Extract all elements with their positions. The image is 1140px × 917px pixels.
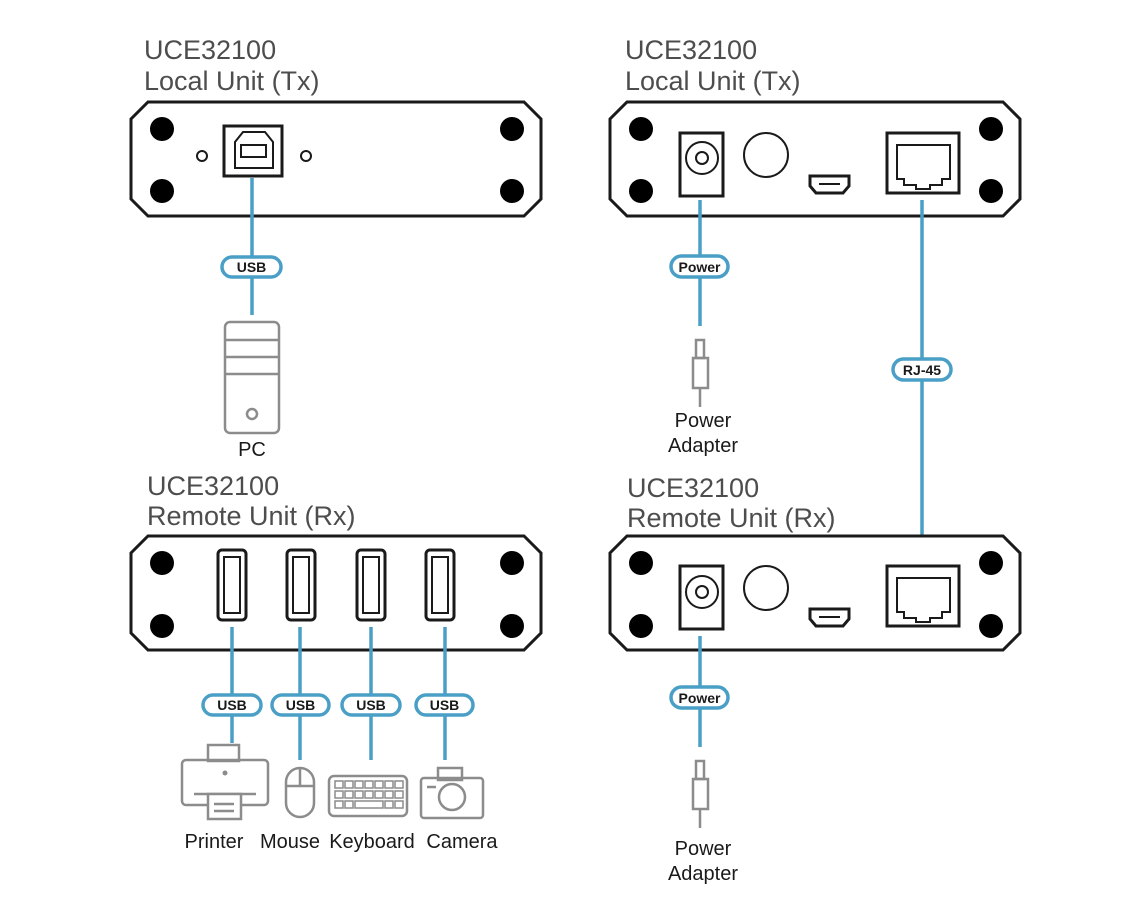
usb-local-unit: UCE32100 Local Unit (Tx): [129, 35, 543, 218]
printer-icon: [180, 743, 270, 821]
usb-cable-label-pc: USB: [220, 255, 283, 279]
svg-text:USB: USB: [430, 697, 460, 713]
keyboard-key: [344, 800, 354, 809]
camera-icon: [419, 766, 485, 820]
mouse-icon: [284, 766, 316, 819]
usb-a-port-icon: [285, 548, 317, 622]
keyboard-icon: [327, 774, 409, 818]
keyboard-key: [384, 780, 394, 789]
usb-local-unit-name: Local Unit (Tx): [144, 66, 320, 96]
keyboard-key: [394, 780, 404, 789]
usb-local-unit-panel: [129, 100, 543, 218]
pc-label: PC: [238, 439, 266, 461]
rear-local-unit-name: Local Unit (Tx): [625, 66, 801, 96]
power-adapter-plug-icon: [691, 338, 710, 407]
rear-remote-unit-name: Remote Unit (Rx): [627, 503, 836, 533]
button-icon: [743, 565, 789, 611]
power-adapter-label-local-line2: Adapter: [668, 435, 738, 457]
hdmi-port-icon: [808, 174, 851, 195]
button-icon: [743, 132, 789, 178]
rj45-cable-label: RJ-45: [891, 357, 953, 382]
keyboard-key: [384, 790, 394, 799]
usb-local-unit-model: UCE32100: [144, 35, 276, 65]
usb-cable-label-printer: USB: [201, 693, 263, 717]
power-adapter-plug-icon: [691, 759, 710, 828]
usb-pill-text: USB: [237, 259, 267, 275]
power-adapter-label-remote-line2: Adapter: [668, 863, 738, 885]
keyboard-spacebar: [354, 800, 384, 809]
keyboard-key: [334, 800, 344, 809]
rj45-port-icon: [885, 564, 961, 628]
hdmi-port-icon: [808, 607, 851, 628]
usb-cable-label-mouse: USB: [270, 693, 331, 717]
usb-remote-unit-name: Remote Unit (Rx): [147, 501, 356, 531]
svg-text:USB: USB: [286, 697, 316, 713]
rear-local-unit-model: UCE32100: [625, 35, 757, 65]
keyboard-key: [394, 800, 404, 809]
usb-a-port-icon: [216, 548, 248, 622]
keyboard-key: [344, 780, 354, 789]
keyboard-label: Keyboard: [329, 831, 415, 853]
power-adapter-label-remote-line1: Power: [675, 838, 732, 860]
led-indicator-icon: [196, 150, 208, 162]
power-cable-label-remote: Power: [669, 685, 730, 710]
power-adapter-label-local-line1: Power: [675, 410, 732, 432]
rear-local-unit: UCE32100 Local Unit (Tx): [608, 35, 1022, 218]
usb-cable-label-camera: USB: [414, 693, 475, 717]
svg-text:RJ-45: RJ-45: [903, 362, 941, 378]
keyboard-key: [384, 800, 394, 809]
keyboard-key: [364, 780, 374, 789]
dc-power-jack-icon: [678, 131, 725, 198]
keyboard-key: [334, 780, 344, 789]
usb-remote-unit: UCE32100 Remote Unit (Rx): [129, 471, 543, 652]
usb-b-port-icon: [222, 124, 284, 178]
dc-power-jack-icon: [678, 564, 725, 631]
keyboard-key: [354, 780, 364, 789]
keyboard-key: [374, 780, 384, 789]
led-indicator-icon: [300, 150, 312, 162]
svg-text:Power: Power: [678, 690, 721, 706]
power-cable-label-local: Power: [669, 254, 730, 279]
pc-tower-icon: [223, 320, 281, 435]
keyboard-key: [364, 790, 374, 799]
camera-label: Camera: [426, 831, 498, 853]
svg-text:USB: USB: [217, 697, 247, 713]
keyboard-key: [344, 790, 354, 799]
printer-label: Printer: [185, 831, 244, 853]
rj45-port-icon: [885, 131, 961, 195]
usb-a-port-icon: [355, 548, 387, 622]
keyboard-key: [394, 790, 404, 799]
rear-local-unit-panel: [608, 100, 1022, 218]
keyboard-key: [334, 790, 344, 799]
usb-cable-label-keyboard: USB: [340, 693, 402, 717]
rear-remote-unit-model: UCE32100: [627, 473, 759, 503]
mouse-label: Mouse: [260, 831, 320, 853]
usb-remote-unit-panel: [129, 534, 543, 652]
rear-remote-unit: UCE32100 Remote Unit (Rx): [608, 473, 1022, 652]
usb-remote-unit-model: UCE32100: [147, 471, 279, 501]
keyboard-key: [374, 790, 384, 799]
keyboard-key: [354, 790, 364, 799]
usb-a-port-icon: [424, 548, 456, 622]
svg-text:USB: USB: [356, 697, 386, 713]
svg-text:Power: Power: [678, 259, 721, 275]
